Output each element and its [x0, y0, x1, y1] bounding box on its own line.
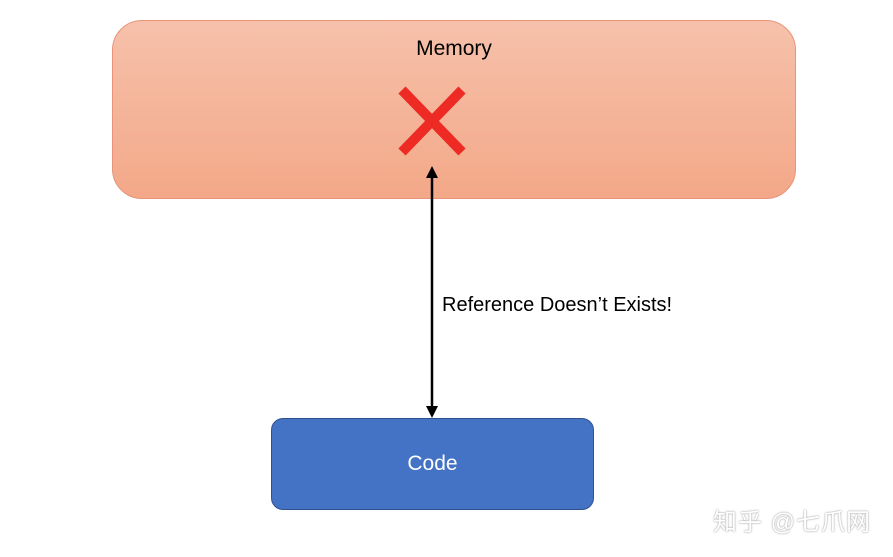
memory-box: Memory [112, 20, 796, 199]
cross-icon [398, 86, 466, 156]
reference-label: Reference Doesn’t Exists! [442, 294, 673, 316]
memory-label: Memory [416, 37, 492, 60]
double-arrow-connector [426, 166, 438, 418]
watermark-text: 知乎 @七爪网 [712, 509, 871, 536]
code-label: Code [407, 452, 458, 475]
code-box: Code [271, 418, 594, 510]
